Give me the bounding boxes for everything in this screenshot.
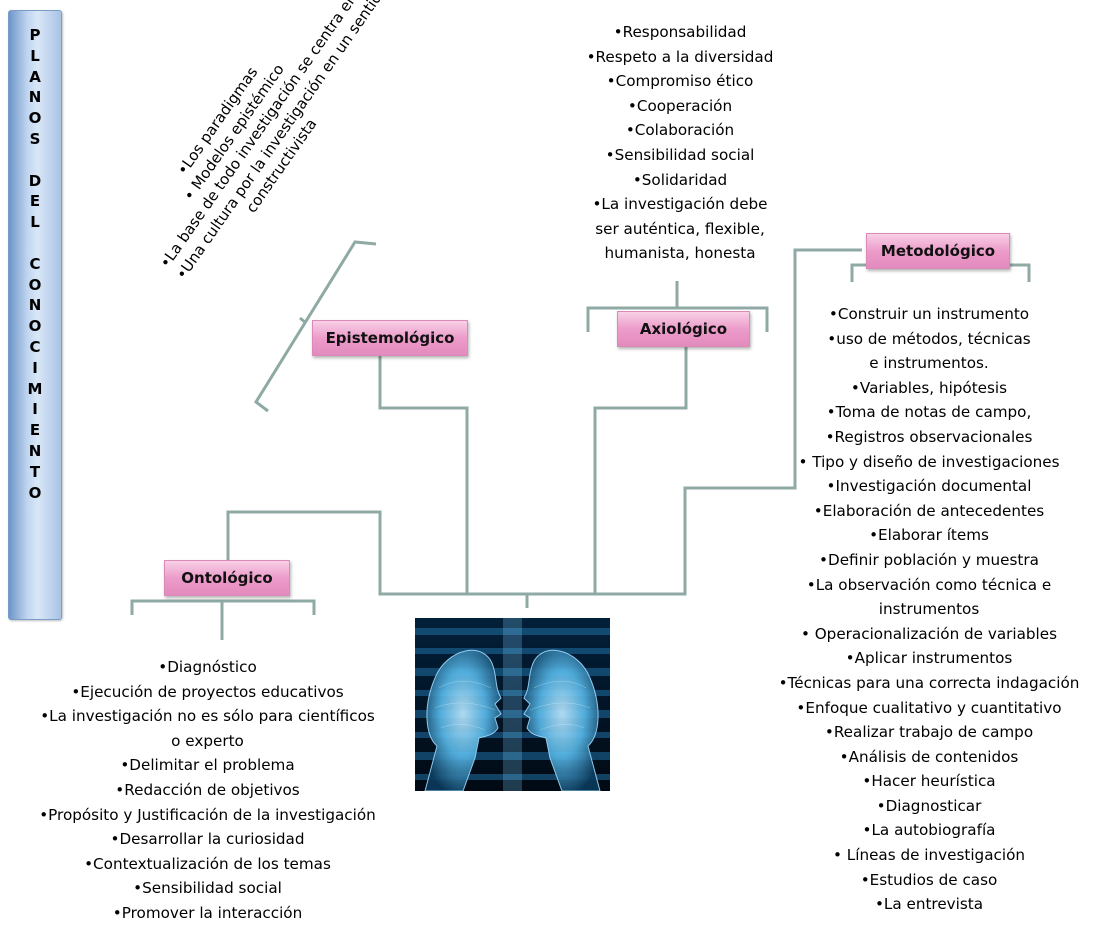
side-title-letter: N	[28, 296, 42, 315]
side-title-letter: L	[30, 213, 40, 232]
list-item: instrumentos	[878, 600, 980, 619]
side-title-letter: I	[32, 358, 38, 377]
list-item: •Delimitar el problema	[120, 756, 295, 775]
side-title-letter: O	[28, 483, 42, 502]
list-item: • Operacionalización de variables	[800, 624, 1058, 643]
side-title-letter: S	[29, 129, 41, 148]
list-item: •Técnicas para una correcta indagación	[778, 673, 1080, 692]
list-item: •Elaborar ítems	[869, 526, 989, 545]
list-item: •Definir población y muestra	[819, 550, 1039, 569]
list-item: • Tipo y diseño de investigaciones	[798, 452, 1060, 471]
list-item: •Realizar trabajo de campo	[824, 723, 1034, 742]
list-item: •Sensibilidad social	[605, 145, 755, 164]
connector-axiologico	[593, 343, 688, 594]
list-item: •Elaboración de antecedentes	[813, 501, 1045, 520]
list-item: •Contextualización de los temas	[84, 854, 331, 873]
list-item: humanista, honesta	[604, 244, 756, 263]
label-metodologico: Metodológico	[866, 233, 1010, 269]
side-title-letter: C	[29, 337, 41, 356]
side-title-letter: L	[30, 46, 40, 65]
list-item: •La investigación debe	[592, 195, 768, 214]
list-item: •Análisis de contenidos	[839, 747, 1019, 766]
list-item: •Colaboración	[625, 121, 735, 140]
list-item: •Registros observacionales	[825, 427, 1033, 446]
list-item: • Líneas de investigación	[833, 846, 1025, 865]
list-item: •La observación como técnica e	[806, 575, 1052, 594]
side-title-letter: I	[32, 400, 38, 419]
list-item: •Enfoque cualitativo y cuantitativo	[796, 698, 1062, 717]
list-item: •Construir un instrumento	[828, 305, 1030, 323]
list-item: •La entrevista	[874, 895, 984, 914]
side-title-letter: C	[29, 254, 41, 273]
side-title-gap	[9, 233, 61, 254]
list-item: •Variables, hipótesis	[850, 378, 1008, 397]
ontologico-list: •Diagnóstico •Ejecución de proyectos edu…	[5, 655, 410, 926]
side-title-letter: A	[29, 67, 41, 86]
list-item: ser auténtica, flexible,	[595, 219, 765, 238]
list-item: •La investigación no es sólo para cientí…	[40, 707, 375, 726]
list-item: •Promover la interacción	[112, 903, 303, 922]
list-item: •Aplicar instrumentos	[845, 649, 1013, 668]
list-item: •Hacer heurística	[862, 772, 996, 791]
label-epistemologico: Epistemológico	[312, 320, 468, 356]
side-title-letter: T	[29, 462, 41, 481]
two-heads-facing-image	[415, 618, 610, 791]
list-item: •La autobiografía	[862, 821, 996, 840]
side-title-letter: M	[27, 379, 43, 398]
metodologico-list: •Construir un instrumento •uso de método…	[756, 302, 1102, 917]
side-title-letter: O	[28, 275, 42, 294]
side-title-letter: P	[29, 26, 41, 44]
list-item: •Diagnosticar	[876, 796, 982, 815]
list-item: •Redacción de objetivos	[115, 780, 300, 799]
list-item: •Sensibilidad social	[133, 879, 282, 898]
list-item: •Ejecución de proyectos educativos	[71, 682, 344, 701]
list-item: •Respeto a la diversidad	[586, 47, 774, 66]
list-item: o experto	[171, 731, 244, 750]
list-item: e instrumentos.	[869, 354, 989, 373]
list-item: •Compromiso ético	[606, 72, 754, 91]
list-item: •Responsabilidad	[613, 23, 747, 41]
label-axiologico: Axiológico	[617, 311, 750, 347]
connector-ontologico	[226, 510, 529, 608]
side-title-letter: N	[28, 441, 42, 460]
side-title-letter: E	[29, 192, 41, 211]
list-item: •Estudios de caso	[860, 870, 998, 889]
side-title-letter: E	[29, 421, 41, 440]
side-title-letter: D	[28, 171, 42, 190]
list-item: •Solidaridad	[632, 170, 728, 189]
side-title-letter: O	[28, 317, 42, 336]
label-ontologico: Ontológico	[164, 560, 290, 596]
side-title-gap	[9, 150, 61, 171]
list-item: •Investigación documental	[826, 477, 1032, 496]
list-item: •Diagnóstico	[158, 658, 257, 676]
list-item: •Cooperación	[627, 96, 733, 115]
connector-epistemologico	[378, 352, 469, 594]
side-title-letter: O	[28, 109, 42, 128]
list-item: •Desarrollar la curiosidad	[110, 830, 305, 849]
side-title-letter: N	[28, 88, 42, 107]
list-item: •uso de métodos, técnicas	[827, 329, 1031, 348]
list-item: •Toma de notas de campo,	[826, 403, 1032, 422]
list-item: •Propósito y Justificación de la investi…	[39, 805, 376, 824]
axiologico-list: •Responsabilidad •Respeto a la diversida…	[560, 20, 800, 266]
